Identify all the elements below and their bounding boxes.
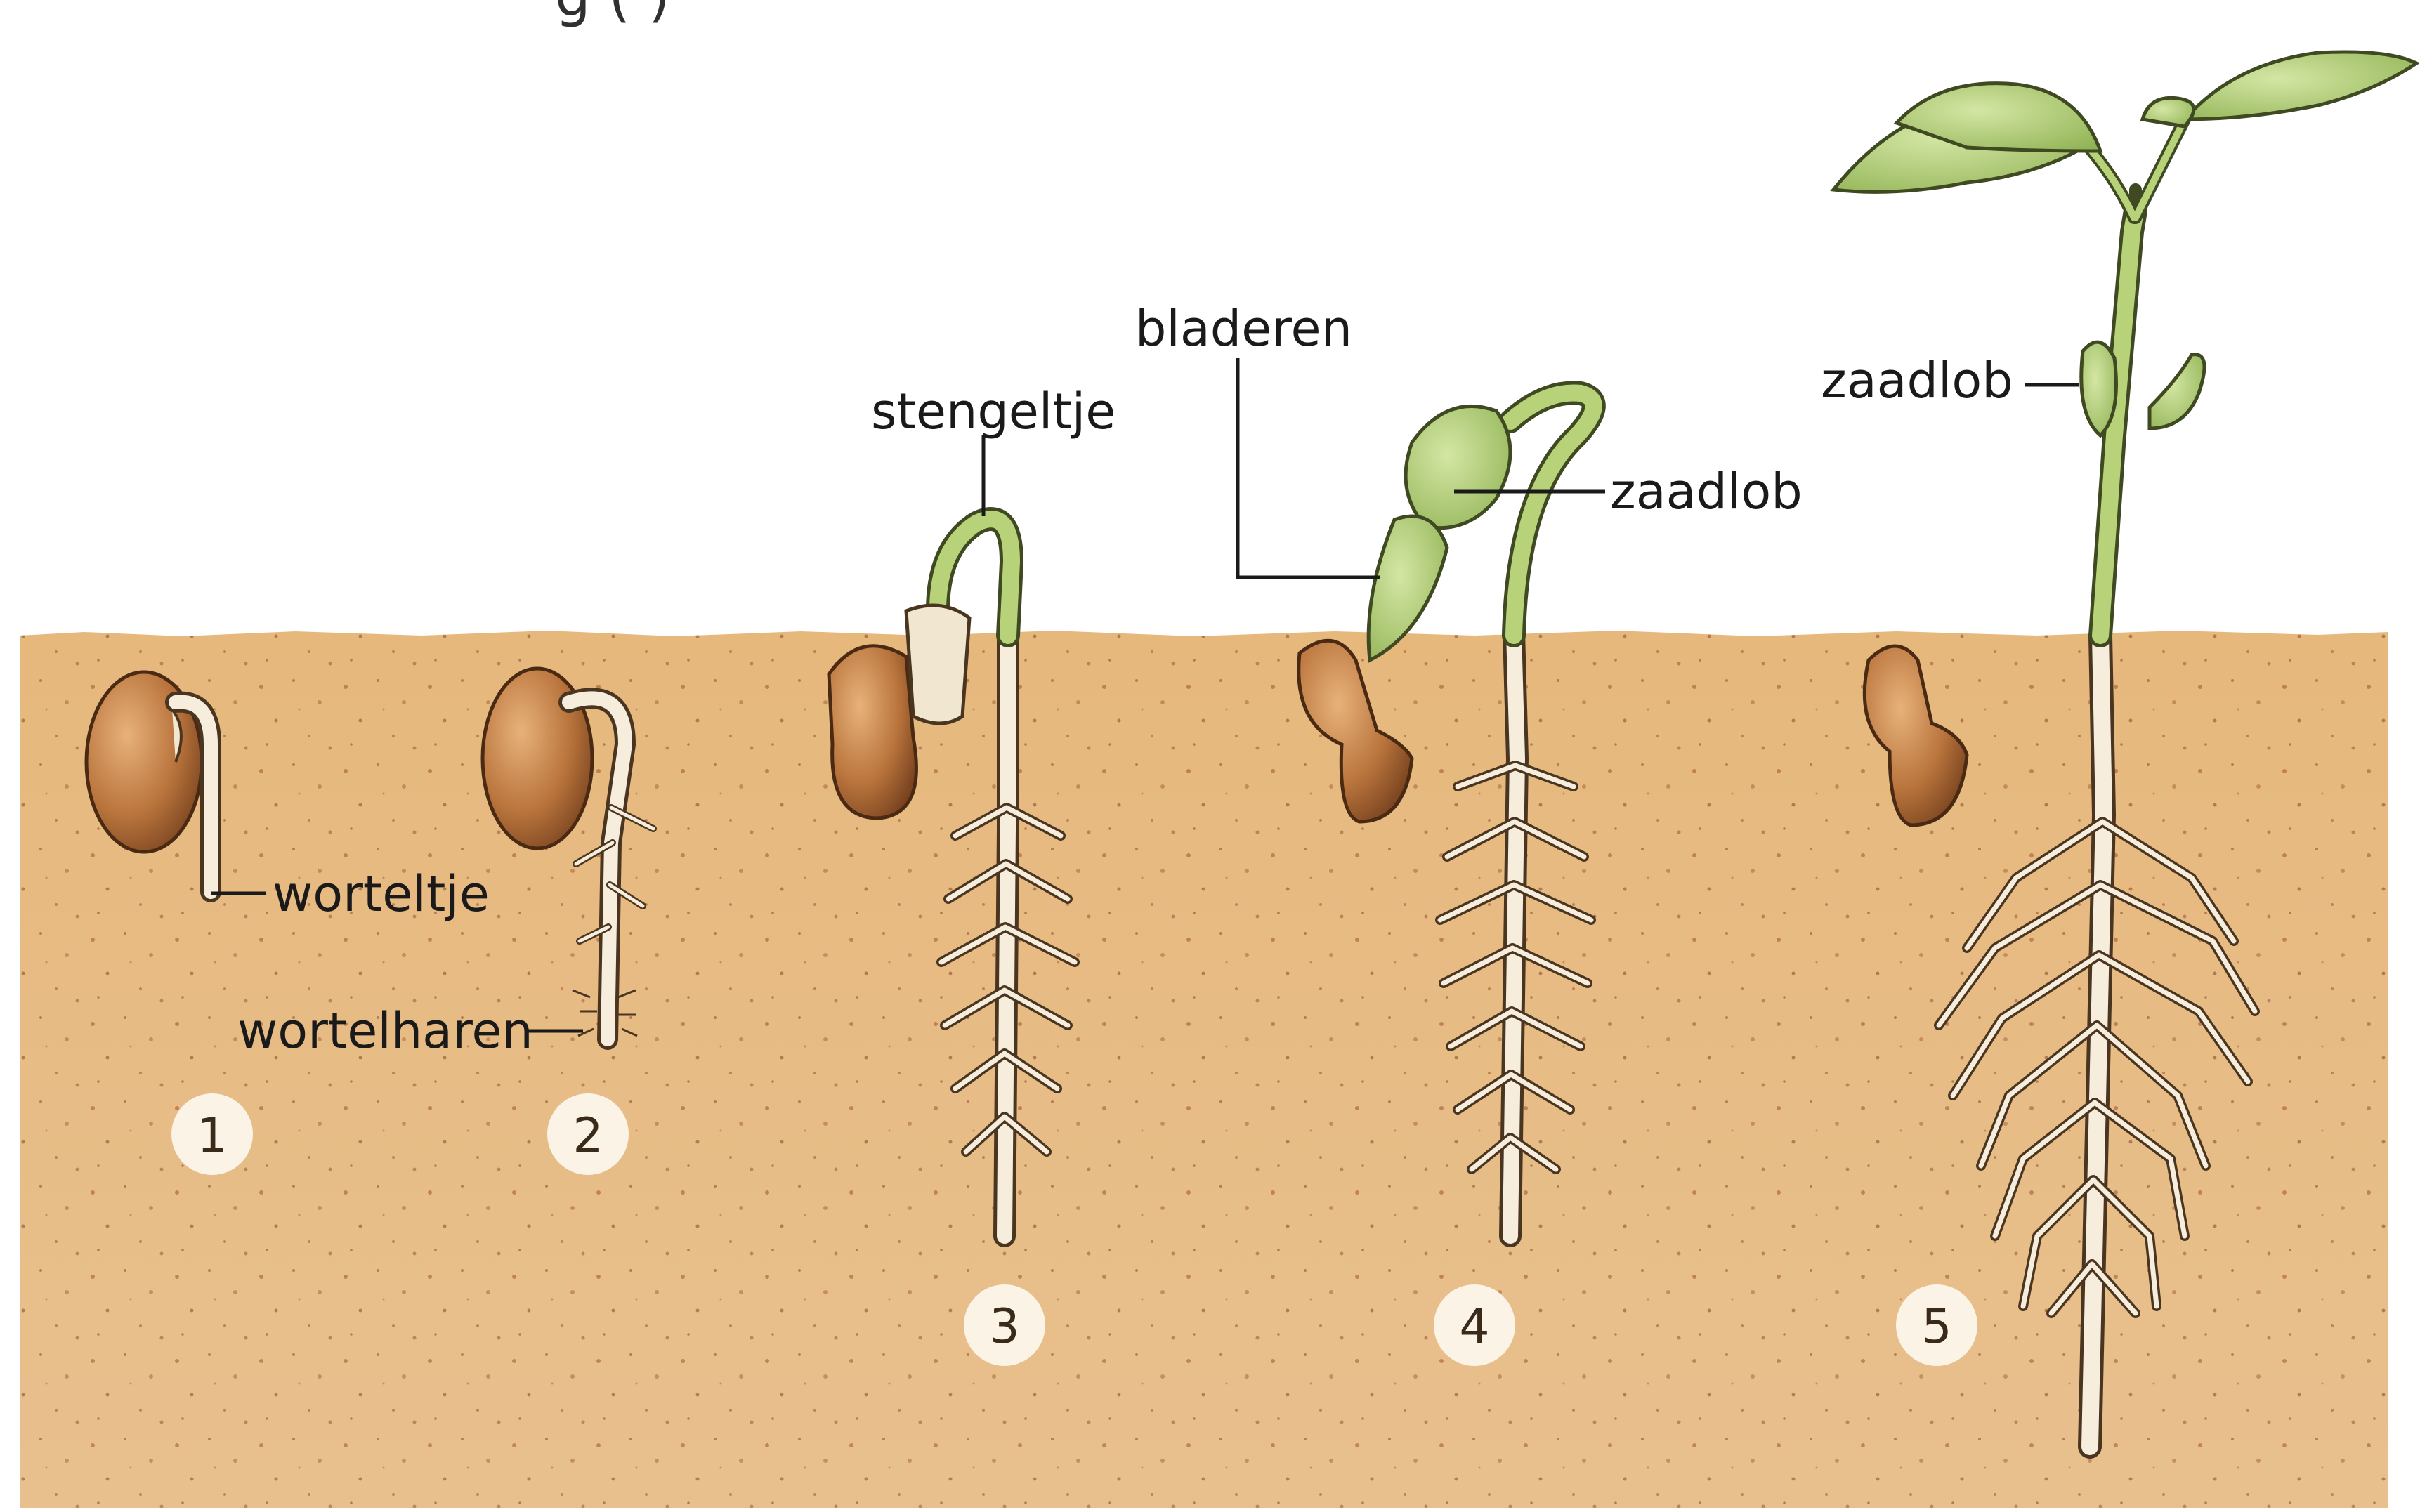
label-bladeren: bladeren	[1135, 300, 1352, 357]
label-wortelharen: wortelharen	[237, 1002, 533, 1060]
soil	[20, 631, 2388, 1508]
stage-badge-2: 2	[547, 1093, 629, 1175]
svg-text:2: 2	[573, 1108, 603, 1164]
stage-badge-5: 5	[1896, 1284, 1977, 1366]
stage-badge-1: 1	[171, 1093, 253, 1175]
svg-text:1: 1	[197, 1108, 227, 1164]
stage-badge-3: 3	[964, 1284, 1045, 1366]
label-stengeltje: stengeltje	[871, 383, 1116, 440]
bladeren-leader	[1238, 358, 1380, 577]
title-fragment: g ( )	[555, 0, 670, 29]
label-worteltje: worteltje	[273, 865, 490, 923]
label-zaadlob-4: zaadlob	[1610, 463, 1803, 520]
svg-text:3: 3	[989, 1299, 1019, 1355]
stage-badge-4: 4	[1434, 1284, 1515, 1366]
svg-text:5: 5	[1921, 1299, 1951, 1355]
leaf-right	[2185, 52, 2416, 119]
label-zaadlob-5: zaadlob	[1821, 352, 2013, 409]
svg-text:4: 4	[1459, 1299, 1489, 1355]
